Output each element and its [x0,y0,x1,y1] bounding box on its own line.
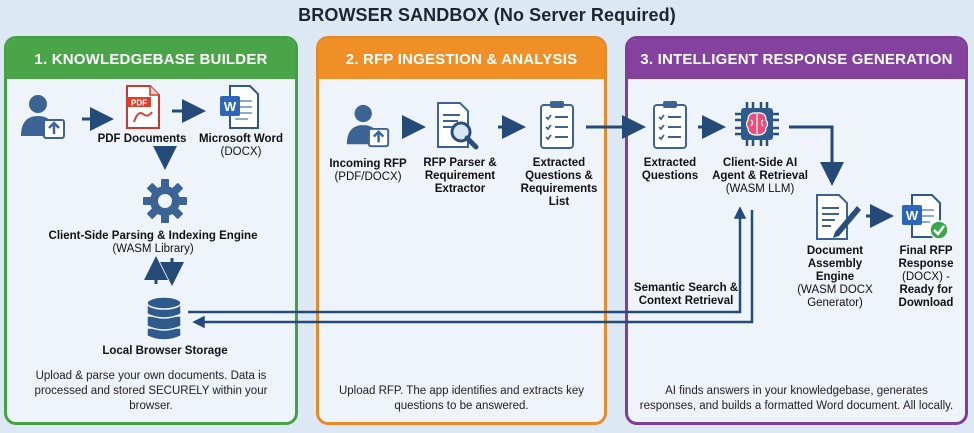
database-storage-icon [146,296,182,340]
extracted-requirements-label: Extracted Questions & Requirements List [520,157,598,208]
questions-checklist-icon [653,101,687,149]
final-response-sub-label: (DOCX) - [902,271,950,283]
document-assembly-label: Document Assembly Engine(WASM DOCX Gener… [792,245,878,310]
knowledgebase-builder-header: 1. KNOWLEDGEBASE BUILDER [7,39,295,79]
arrow-agent-to-assembly [789,125,844,186]
checklist-icon [540,101,574,149]
response-generation-header: 3. INTELLIGENT RESPONSE GENERATION [628,39,965,79]
rfp-footer-text: Upload RFP. The app identifies and extra… [338,385,585,412]
engine-sub-label: (WASM Library) [112,243,194,255]
semantic-search-label: Semantic Search & Context Retrieval [633,282,739,307]
word-badge-text: W [224,99,237,114]
final-ready-label: Ready for Download [898,284,954,309]
knowledgebase-builder-panel: 1. KNOWLEDGEBASE BUILDER Upload & parse … [4,36,298,425]
ai-agent-sub-label: (WASM LLM) [725,183,795,195]
incoming-rfp-user-icon [346,104,390,148]
final-word-document-icon: W [902,194,949,240]
extracted-questions-label: Extracted Questions [641,157,699,182]
word-document-icon: W [220,85,259,129]
parser-magnifier-icon [437,102,479,150]
gear-engine-icon [143,179,187,223]
final-word-badge-text: W [906,208,919,223]
local-storage-label: Local Browser Storage [102,345,228,357]
ai-agent-label: Client-Side AI Agent & Retrieval(WASM LL… [712,157,808,195]
user-upload-icon [21,95,65,139]
rfp-ingestion-panel: 2. RFP INGESTION & ANALYSIS Upload RFP. … [316,36,607,425]
parsing-engine-label: Client-Side Parsing & Indexing Engine(WA… [18,230,288,256]
generation-footer-text: AI finds answers in your knowledgebase, … [639,385,954,412]
rfp-ingestion-header: 2. RFP INGESTION & ANALYSIS [319,39,604,79]
assembly-sub-label: (WASM DOCX Generator) [797,284,873,309]
arrow-agent-to-storage [192,210,754,329]
arrow-storage-to-agent [188,206,747,314]
response-generation-panel: 3. INTELLIGENT RESPONSE GENERATION AI fi… [625,36,968,425]
pdf-documents-label: PDF Documents [97,133,187,145]
document-assembly-pen-icon [816,194,861,240]
knowledgebase-footer-text: Upload & parse your own documents. Data … [34,370,268,412]
pdf-badge-text: PDF [131,99,147,108]
final-response-label: Final RFP Response(DOCX) -Ready for Down… [886,245,966,310]
incoming-rfp-label: Incoming RFP(PDF/DOCX) [320,158,416,184]
word-sub-label: (DOCX) [220,146,262,158]
pdf-document-icon: PDF [126,85,160,129]
microsoft-word-label: Microsoft Word(DOCX) [190,133,292,159]
rfp-parser-label: RFP Parser & Requirement Extractor [423,157,497,195]
incoming-rfp-sub-label: (PDF/DOCX) [334,171,402,183]
ai-brain-chip-icon [735,102,779,146]
diagram-title: BROWSER SANDBOX (No Server Required) [298,5,676,25]
